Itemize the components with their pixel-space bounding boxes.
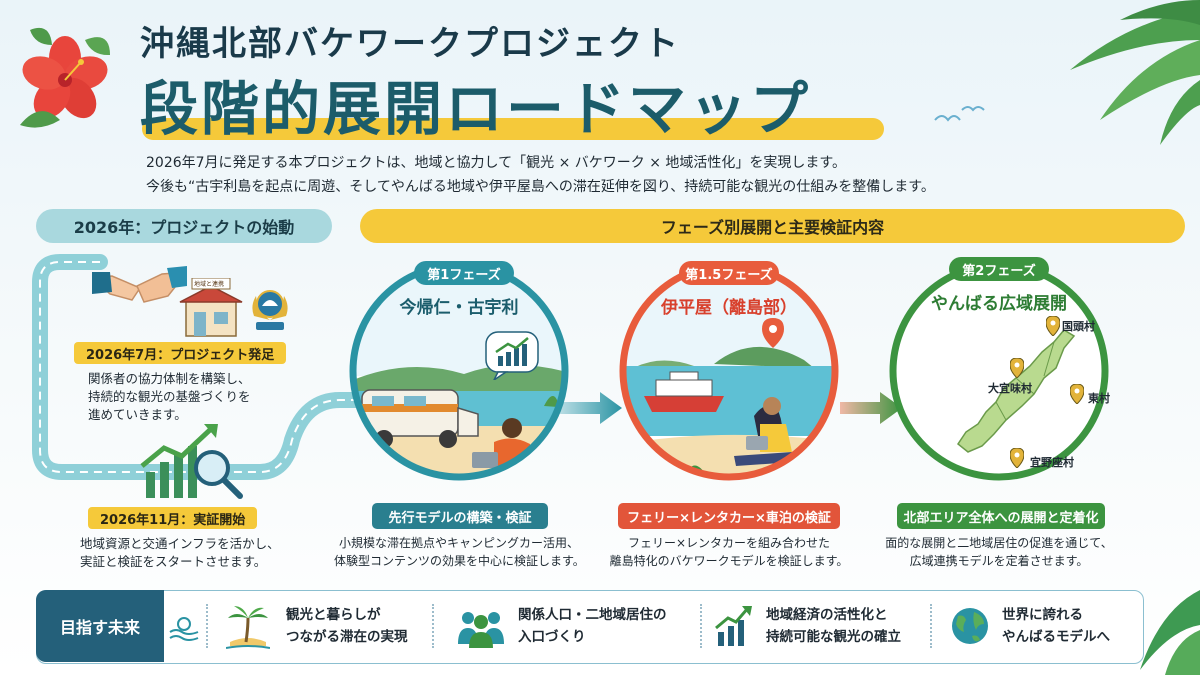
intro-text-line1: 2026年7月に発足する本プロジェクトは、地域と協力して「観光 × バケワーク … (146, 155, 846, 171)
phase1-5-illustration (619, 261, 839, 481)
person-laptop (472, 418, 530, 470)
phase1-tag: 第1フェーズ (414, 261, 514, 285)
seabird-decoration (934, 106, 985, 122)
goal-1-text: 観光と暮らしが つながる滞在の実現 (286, 607, 408, 645)
woman-laptop (734, 397, 794, 466)
community-building-icon (179, 278, 243, 337)
title-highlight (142, 118, 884, 140)
milestone-july-label: 2026年7月：プロジェクト発足 (74, 342, 287, 364)
intro-text-line2: 今後も“古宇利島を起点に周遊、そしてやんばる地域や伊平屋島への滞在延伸を図り、持… (146, 179, 935, 195)
phase1-5-bar: フェリー×レンタカー×車泊の検証 (618, 503, 840, 529)
phase2-bar: 北部エリア全体への展開と定着化 (897, 503, 1105, 529)
goal-4-text: 世界に誇れる やんばるモデルへ (1002, 607, 1110, 645)
phase1-bar: 先行モデルの構築・検証 (372, 503, 548, 529)
pin-ogimi-icon (1010, 358, 1024, 378)
globe-icon (952, 608, 988, 644)
arrow-phase1-to-1-5 (560, 392, 622, 424)
phase1-desc: 小規模な滞在拠点やキャンピングカー活用、 体験型コンテンツの効果を中心に検証しま… (334, 536, 585, 568)
map-label-kunigami: 国頭村 (1062, 320, 1095, 333)
goal-separator (432, 604, 434, 648)
ferry (644, 371, 724, 412)
goal-2-text: 関係人口・二地域居住の 入口づくり (518, 607, 667, 645)
phase2-tag: 第2フェーズ (949, 257, 1049, 281)
people-icon (458, 612, 504, 648)
community-sign-label: 地域と連携 (194, 281, 225, 288)
goal-separator (930, 604, 932, 648)
phase1-5-tag: 第1.5フェーズ (679, 261, 779, 285)
location-pin-icon (762, 318, 784, 348)
milestone-july-desc: 関係者の協力体制を構築し、 持続的な観光の基盤づくりを 進めていきます。 (88, 371, 251, 422)
phase1-5-place: 伊平屋（離島部） (661, 298, 797, 318)
map-label-ogimi: 大宜味村 (988, 382, 1032, 395)
map-label-ginoza: 宜野座村 (1030, 456, 1074, 469)
growth-magnifier-icon (140, 424, 243, 499)
growth-chart-icon (715, 606, 752, 646)
goal-3-text: 地域経済の活性化と 持続可能な観光の確立 (766, 607, 901, 645)
roadmap-title: 段階的展開ロードマップ (140, 75, 812, 143)
hibiscus-decoration (20, 27, 110, 128)
palm-island-icon (226, 606, 270, 649)
sun-wave-icon (169, 617, 199, 641)
emblem-icon (252, 290, 288, 330)
project-title: 沖縄北部バケワークプロジェクト (140, 24, 680, 64)
pin-ginoza-icon (1010, 448, 1024, 468)
palm-leaves-bottom-decoration (1140, 590, 1200, 675)
goal-separator (700, 604, 702, 648)
chart-bubble-icon (485, 331, 539, 380)
start-section-title: 2026年：プロジェクトの始動 (36, 209, 332, 243)
pin-higashi-icon (1070, 384, 1084, 404)
pin-kunigami-icon (1046, 316, 1060, 336)
phases-section-title: フェーズ別展開と主要検証内容 (360, 209, 1185, 243)
phase2-place: やんばる広域展開 (931, 294, 1067, 314)
phase1-place: 今帰仁・古宇利 (399, 298, 519, 318)
arrow-phase1-5-to-2 (840, 392, 902, 424)
phase2-desc: 面的な展開と二地域居住の促進を通じて、 広域連携モデルを定着させます。 (885, 536, 1113, 568)
palm-leaves-decoration (1070, 0, 1200, 145)
goal-separator (206, 604, 208, 648)
yanbaru-map (956, 329, 1076, 453)
map-label-higashi: 東村 (1088, 392, 1110, 405)
milestone-november-label: 2026年11月：実証開始 (88, 507, 258, 529)
phase1-5-desc: フェリー×レンタカーを組み合わせた 離島特化のバケワークモデルを検証します。 (609, 536, 849, 568)
handshake-icon (92, 266, 187, 303)
milestone-november-desc: 地域資源と交通インフラを活かし、 実証と検証をスタートさせます。 (80, 536, 280, 569)
future-tag: 目指す未来 (36, 590, 164, 662)
